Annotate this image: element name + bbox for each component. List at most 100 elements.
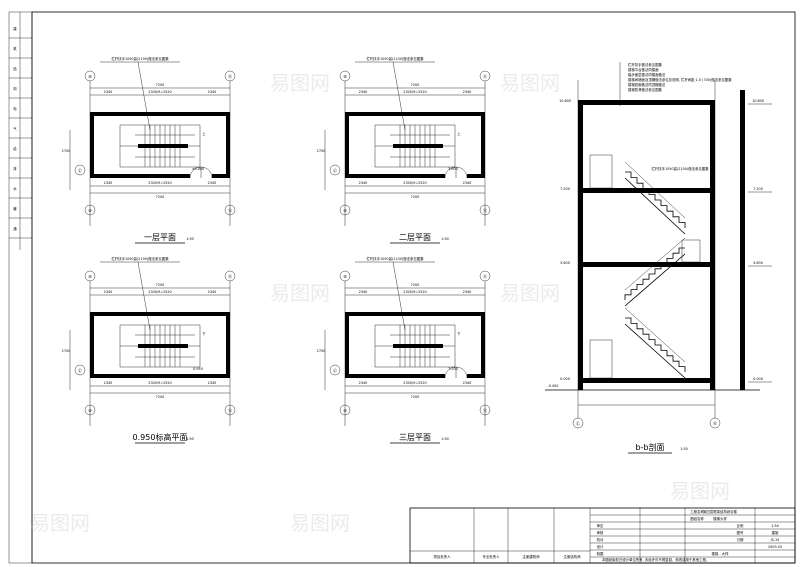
strip-label: 水 bbox=[13, 186, 17, 191]
axis-label: ⑪ bbox=[228, 273, 232, 279]
dim-depth: 2700 bbox=[62, 349, 71, 353]
floor-plans: 栏杆扶手1050高(2100)做法参见图集 ⑩ ⑪ 7200 2340 2300/9=25… bbox=[62, 56, 491, 444]
watermark-text: 易图网 bbox=[500, 71, 560, 95]
plan-title: 0.950标高平面 bbox=[133, 432, 188, 442]
section-scale: 1:50 bbox=[680, 447, 688, 451]
tb-value: 1:50 bbox=[771, 524, 779, 528]
dim-total: 7200 bbox=[156, 195, 165, 199]
tb-label: 制图 bbox=[597, 551, 604, 556]
stair-flight bbox=[625, 317, 686, 372]
wall bbox=[467, 174, 485, 178]
plan-scale: 1:50 bbox=[441, 237, 449, 241]
dim-text: 2340 bbox=[208, 290, 217, 294]
axis-bubble bbox=[84, 404, 96, 416]
section-title: b-b剖面 bbox=[635, 442, 664, 452]
dim-text: 2340 bbox=[104, 290, 113, 294]
level-mark: -0.450 bbox=[548, 384, 559, 388]
section-note: 楼梯间墙面及顶棚做法参见总说明, 栏杆间距 1.0 (700)做法参见图集 bbox=[628, 77, 732, 82]
axis-label: Ⓒ bbox=[78, 167, 82, 173]
strip-label: 给 bbox=[13, 146, 17, 151]
strip-label: 电 bbox=[13, 106, 17, 111]
dim-total: 7200 bbox=[156, 283, 165, 287]
dim-text: 2340 bbox=[208, 181, 217, 185]
axis-label: Ⓒ bbox=[78, 367, 82, 373]
dim-text: 2340 bbox=[463, 181, 472, 185]
plan-title: 一层平面 bbox=[144, 233, 176, 242]
dim-text: 2340 bbox=[463, 290, 472, 294]
dim-text: 2300/9=2520 bbox=[403, 381, 426, 385]
section-wall bbox=[578, 100, 583, 390]
axis-bubble bbox=[479, 204, 491, 216]
sheet-name: 楼梯 - 大样 bbox=[712, 551, 730, 556]
dim-text: 2300/9=2520 bbox=[403, 181, 426, 185]
handrail bbox=[138, 344, 188, 348]
tb-value: JS-15 bbox=[770, 538, 780, 542]
dim-total: 7200 bbox=[411, 283, 420, 287]
section-window bbox=[681, 239, 701, 263]
axis-label: ⑩ bbox=[343, 74, 347, 79]
wall bbox=[90, 112, 94, 178]
axis-bubble bbox=[74, 164, 86, 176]
wall bbox=[345, 374, 445, 378]
sign-cell: 项目负责人 bbox=[434, 554, 452, 559]
tb-label: 图号 bbox=[737, 530, 744, 535]
axis-label: Ⓒ bbox=[333, 367, 337, 373]
axis-label: ⑪ bbox=[228, 207, 232, 213]
door-swing bbox=[455, 166, 468, 179]
tb-label: 审核 bbox=[597, 530, 604, 535]
door-swing bbox=[189, 166, 202, 179]
dim-total: 7200 bbox=[411, 83, 420, 87]
level-mark: 0.000 bbox=[753, 377, 763, 381]
rail-note: 栏杆扶手1050高(2100)做法参见图集 bbox=[366, 56, 424, 61]
dim-text: 2340 bbox=[104, 90, 113, 94]
wall bbox=[90, 374, 230, 378]
watermark-text: 易图网 bbox=[270, 71, 330, 95]
axis-bubble bbox=[329, 164, 341, 176]
axis-label: ⑪ bbox=[483, 73, 487, 79]
wall bbox=[226, 312, 230, 378]
handrail bbox=[138, 144, 188, 148]
section-note: 楼梯平台做法同楼面 bbox=[628, 67, 659, 72]
dim-text: 2340 bbox=[359, 381, 368, 385]
updown-label: 上 bbox=[202, 131, 206, 136]
sign-cell: 专业负责人 bbox=[483, 554, 501, 559]
wall bbox=[212, 174, 230, 178]
handrail bbox=[393, 144, 443, 148]
floor-slab bbox=[578, 378, 715, 383]
title-block: 项目负责人专业负责人注册建筑师注册结构师某四层框架结构综合楼楼梯大样楼梯 - 大… bbox=[409, 507, 796, 564]
dim-text: 2340 bbox=[104, 181, 113, 185]
wall bbox=[345, 312, 349, 378]
axis-label: Ⓓ bbox=[713, 420, 717, 426]
watermark-text: 易图网 bbox=[670, 479, 730, 503]
axis-bubble bbox=[339, 204, 351, 216]
level-mark: 10.800 bbox=[752, 99, 764, 103]
wall bbox=[226, 112, 230, 178]
dim-total: 7200 bbox=[411, 395, 420, 399]
plan-title: 三层平面 bbox=[399, 433, 431, 442]
axis-label: ⑩ bbox=[343, 408, 347, 413]
wall bbox=[481, 112, 485, 178]
dim-total: 7200 bbox=[156, 83, 165, 87]
axis-bubble bbox=[74, 364, 86, 376]
strip-label: 筑 bbox=[13, 46, 17, 51]
axis-bubble bbox=[339, 404, 351, 416]
axis-label: ⑪ bbox=[483, 407, 487, 413]
tb-label: 设计 bbox=[597, 544, 604, 549]
watermark-text: 易图网 bbox=[270, 281, 330, 305]
level-mark: 3.600 bbox=[448, 167, 458, 171]
dim-text: 2340 bbox=[208, 90, 217, 94]
wall bbox=[345, 174, 445, 178]
axis-label: ⑩ bbox=[88, 208, 92, 213]
section-door bbox=[589, 339, 613, 379]
dim-text: 2340 bbox=[208, 381, 217, 385]
axis-bubble bbox=[84, 204, 96, 216]
axis-label: ⑪ bbox=[483, 207, 487, 213]
dim-text: 2300/9=2520 bbox=[148, 90, 171, 94]
axis-label: ⑩ bbox=[343, 274, 347, 279]
rail-note: 栏杆扶手1050高(2100)做法参见图集 bbox=[366, 256, 424, 261]
axis-label: ⑪ bbox=[228, 73, 232, 79]
strip-label: 构 bbox=[13, 86, 17, 91]
